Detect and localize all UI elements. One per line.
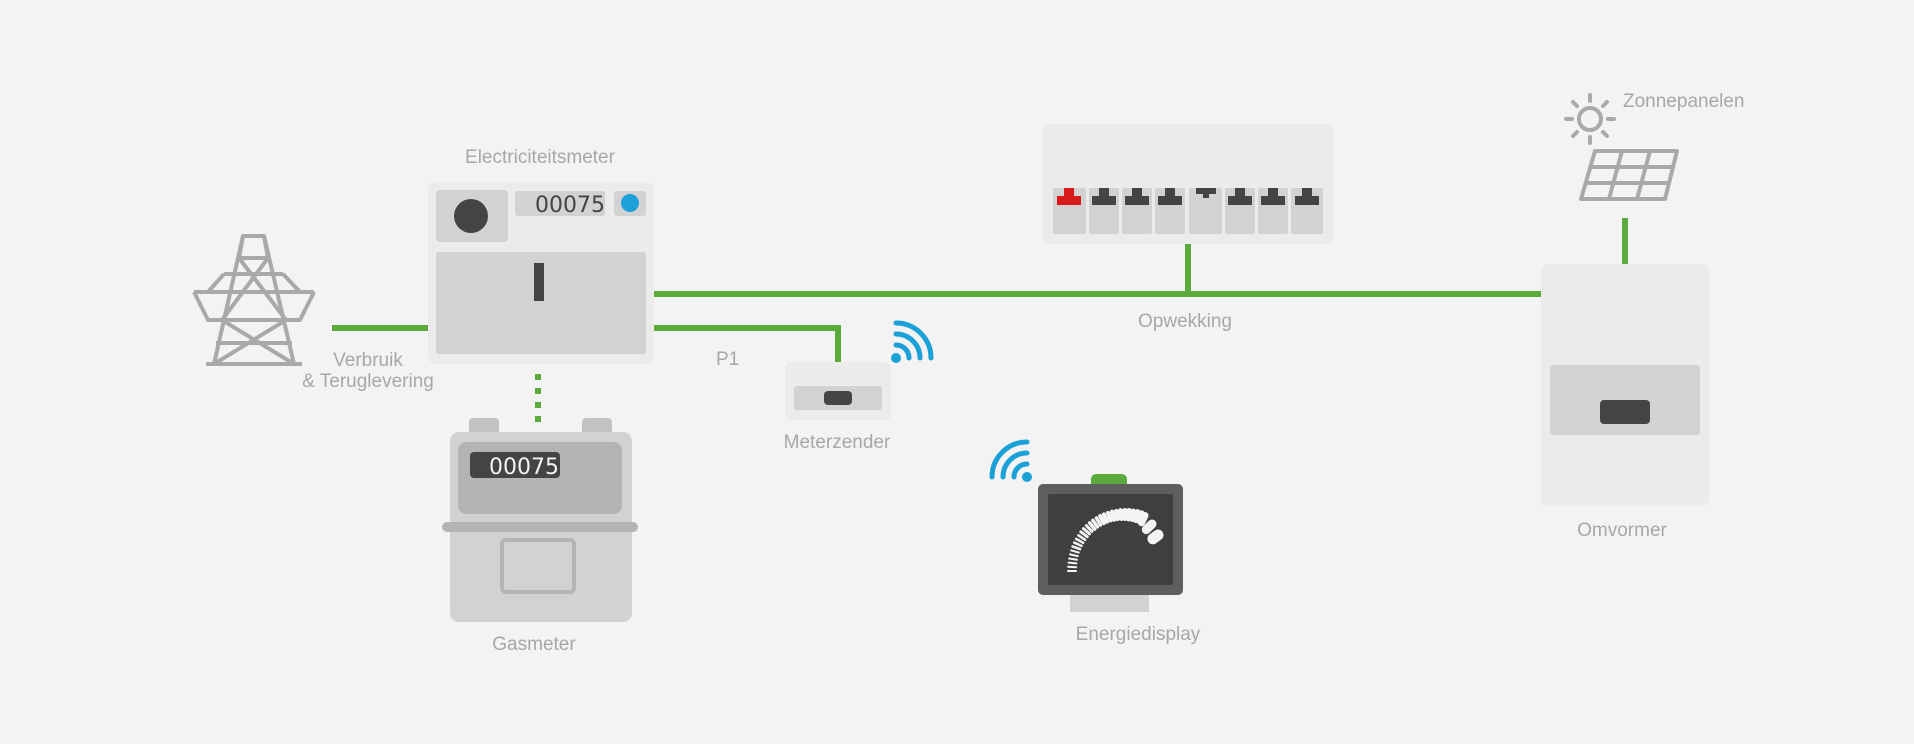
energy-display-label: Energiedisplay	[1076, 624, 1201, 645]
gas-meter-label: Gasmeter	[492, 634, 576, 655]
gas-meter	[442, 418, 638, 622]
inverter	[1541, 264, 1709, 506]
solar-panel-icon	[1579, 149, 1679, 201]
meter-transmitter-label: Meterzender	[784, 432, 891, 453]
breaker-switches	[1057, 188, 1319, 205]
gas-meter-reading: 00075	[489, 455, 559, 480]
inverter-label: Omvormer	[1577, 520, 1667, 541]
connection-lines	[332, 218, 1628, 424]
breaker-panel	[1043, 124, 1333, 244]
consumption-label-line2: & Teruglevering	[302, 371, 434, 392]
solar-panels-label: Zonnepanelen	[1623, 91, 1745, 112]
sun-icon	[1564, 93, 1616, 145]
consumption-label-line1: Verbruik	[333, 350, 403, 371]
electricity-meter	[428, 182, 654, 364]
power-pylon-icon	[192, 234, 316, 366]
energy-display-device	[1038, 474, 1183, 612]
generation-label: Opwekking	[1138, 311, 1232, 332]
p1-label: P1	[716, 349, 739, 370]
wifi-icon	[891, 320, 934, 363]
wifi-icon	[989, 439, 1032, 482]
electricity-meter-reading: 00075	[535, 193, 605, 218]
electricity-meter-label: Electriciteitsmeter	[465, 147, 616, 168]
gauge-ticks	[1067, 507, 1164, 572]
line-p1-to-transmitter	[652, 325, 841, 362]
meter-transmitter	[785, 362, 891, 420]
